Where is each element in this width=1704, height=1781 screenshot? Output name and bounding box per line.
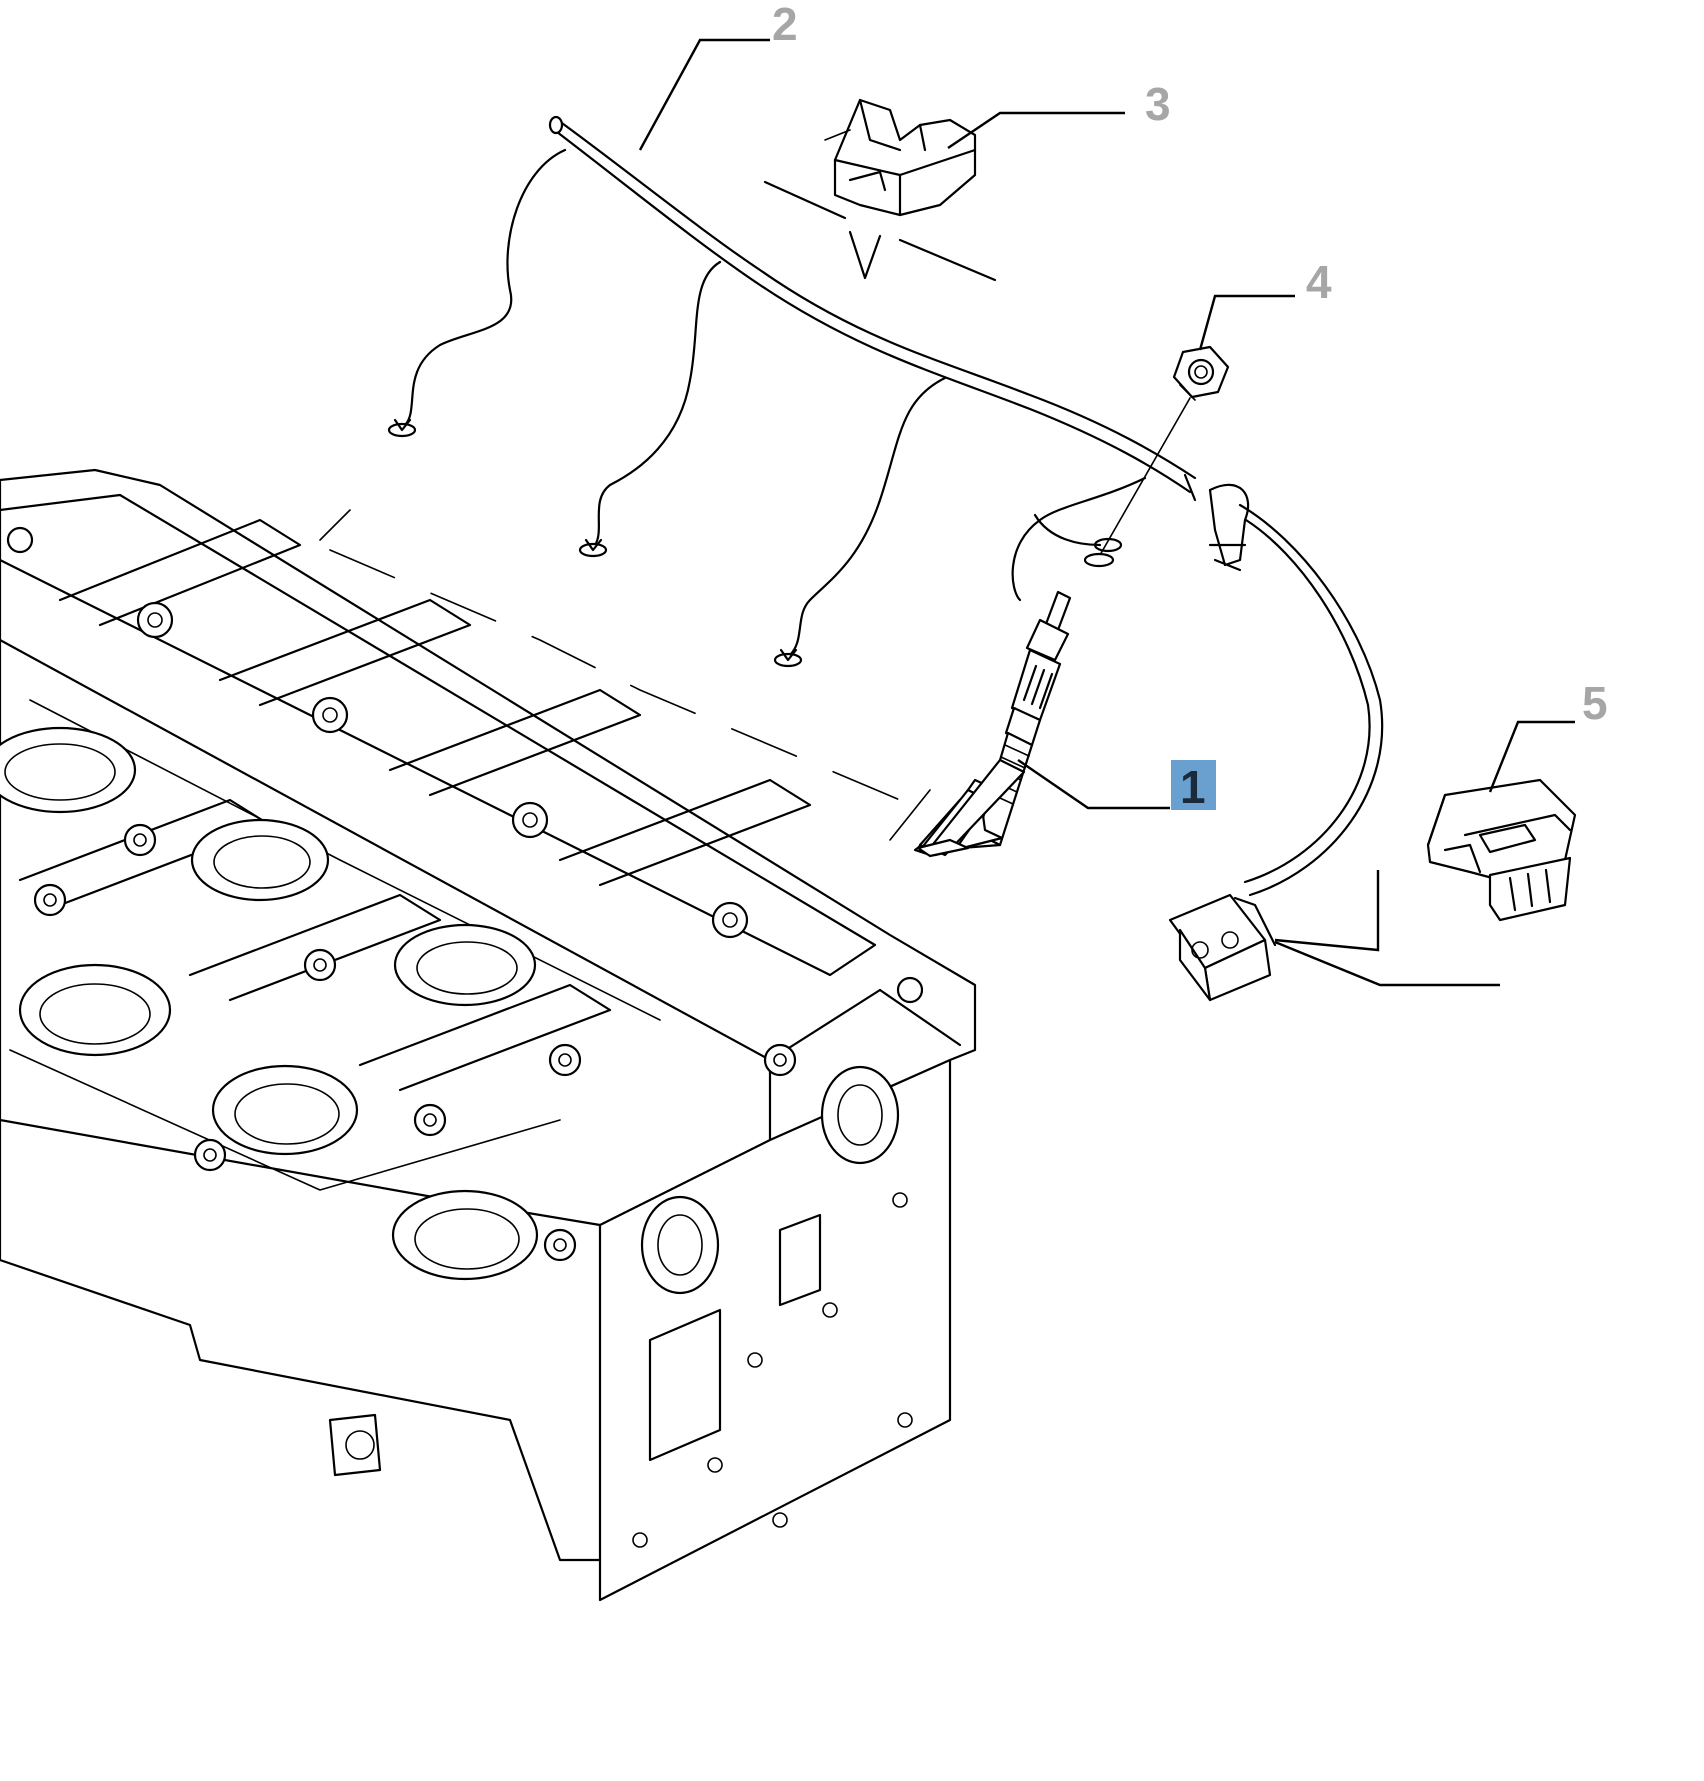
glow-plug-rod <box>916 758 1026 858</box>
glow-plug <box>913 590 1072 857</box>
callout-4[interactable]: 4 <box>1306 256 1332 308</box>
relay-cover <box>1426 778 1577 922</box>
ring-terminal <box>773 648 803 668</box>
cylinder-head <box>0 468 977 1602</box>
hex-nut <box>1172 345 1230 401</box>
harness-clip <box>1208 483 1250 572</box>
callout-label-3: 3 <box>1145 78 1171 130</box>
callout-label-2: 2 <box>772 0 798 50</box>
leader-lines <box>638 38 1575 987</box>
callout-label-5: 5 <box>1582 677 1608 729</box>
ring-terminal <box>578 538 608 558</box>
callout-label-1: 1 <box>1180 761 1206 813</box>
callout-label-4: 4 <box>1306 256 1332 308</box>
callout-2[interactable]: 2 <box>772 0 798 50</box>
bolt-bosses <box>6 526 924 1262</box>
ring-terminal <box>1033 513 1123 553</box>
harness-connector <box>1168 893 1277 1002</box>
callout-3[interactable]: 3 <box>1145 78 1171 130</box>
callout-1-highlighted[interactable]: 1 <box>1171 760 1216 813</box>
glow-plug-harness <box>387 115 1384 897</box>
assembly-arrow <box>763 180 997 282</box>
axis-line <box>1099 397 1191 556</box>
connector-cap <box>824 98 977 217</box>
ring-terminal <box>387 418 417 438</box>
washer <box>1083 552 1115 568</box>
callout-5[interactable]: 5 <box>1582 677 1608 729</box>
callout-highlight-box <box>1171 760 1216 810</box>
